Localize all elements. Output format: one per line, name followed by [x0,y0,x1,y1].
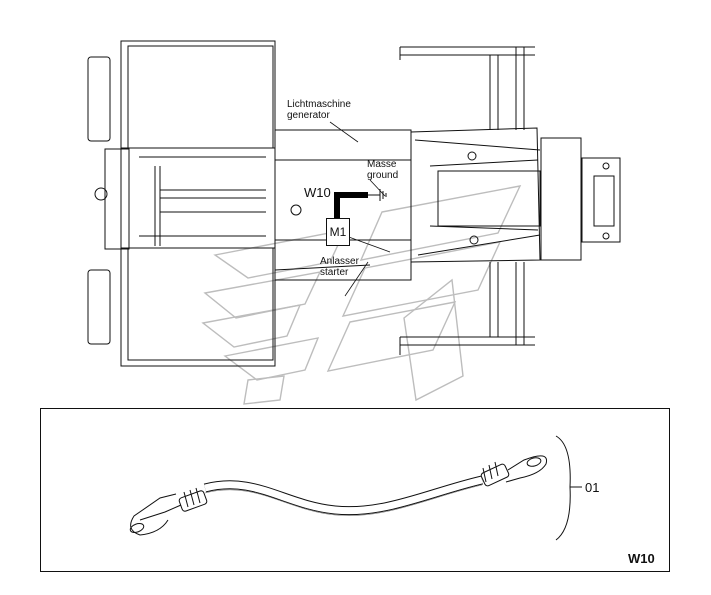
ground-symbol [368,189,387,201]
label-generator-de: Lichtmaschine [287,99,351,110]
label-ground-en: ground [367,170,399,181]
leader-lines [329,121,391,297]
component-m1: M1 [326,218,350,246]
detail-bracket [555,435,582,541]
detail-panel [40,408,670,572]
label-starter-en: starter [320,267,349,278]
label-ground-de: Masse [367,159,397,170]
machine-outline [87,40,621,367]
label-generator-en: generator [287,110,330,121]
cable-w10-detail [129,455,548,536]
watermark-logo [201,185,522,405]
detail-caption: W10 [628,551,655,566]
label-cable-w10: W10 [304,185,331,200]
detail-item-number: 01 [585,480,600,495]
cable-w10-route [334,192,368,218]
label-starter-de: Anlasser [320,256,359,267]
